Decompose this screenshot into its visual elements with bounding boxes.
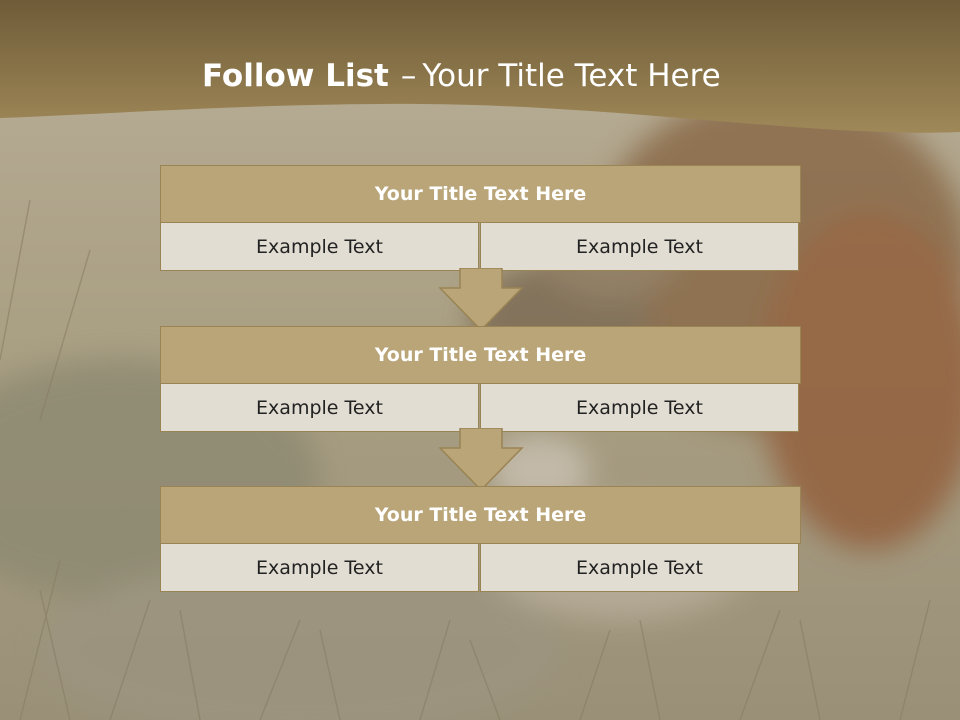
title-banner [0, 0, 960, 133]
block-title: Your Title Text Here [160, 165, 801, 223]
title-rest: Your Title Text Here [422, 58, 721, 94]
slide-title: Follow List–Your Title Text Here [202, 52, 721, 100]
block-right-text: Example Text [480, 543, 799, 592]
title-dash: – [400, 58, 417, 94]
block-title: Your Title Text Here [160, 486, 801, 544]
block-right-text: Example Text [480, 383, 799, 432]
title-bold-part: Follow List [202, 58, 389, 94]
block-left-text: Example Text [160, 383, 479, 432]
down-arrow-icon [438, 428, 524, 492]
block-right-text: Example Text [480, 222, 799, 271]
block-left-text: Example Text [160, 222, 479, 271]
block-title: Your Title Text Here [160, 326, 801, 384]
block-left-text: Example Text [160, 543, 479, 592]
grass-blades [0, 199, 931, 720]
down-arrow-icon [438, 268, 524, 332]
